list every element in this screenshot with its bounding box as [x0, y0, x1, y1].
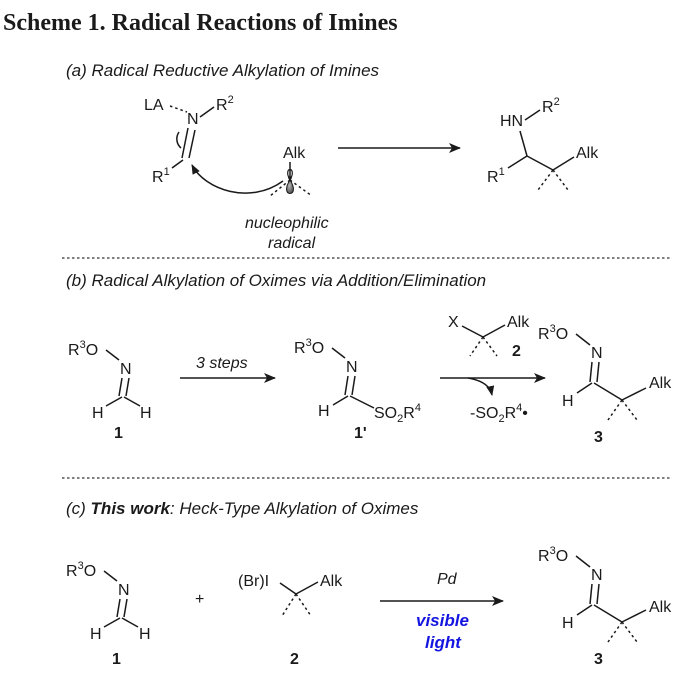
catalyst-label: Pd	[437, 571, 458, 588]
reagent-alk-label: Alk	[507, 314, 530, 331]
radical-dot	[288, 176, 292, 180]
condition-visible: visible	[416, 611, 469, 630]
radical-label-2: radical	[268, 235, 316, 252]
compound-number-2: 2	[512, 343, 521, 360]
n-label-c: N	[118, 582, 130, 599]
compound-1p: R3O N H SO2R4 1'	[294, 337, 421, 442]
product-r2-label: R2	[542, 96, 560, 116]
r2-label: R2	[216, 94, 234, 114]
compound-number-3-c: 3	[594, 651, 603, 668]
p-orbital-lower-lobe	[286, 179, 294, 194]
n-label-3c: N	[591, 567, 603, 584]
alkyl-halide-2: (Br)I Alk 2	[238, 573, 343, 668]
h-label-3: H	[562, 393, 574, 410]
product-alk-label-c: Alk	[649, 599, 672, 616]
alkyl-radical: Alk nucleophilic radical	[245, 145, 329, 252]
compound-3-c: R3O N H Alk 3	[538, 545, 672, 668]
product-r1-label: R1	[487, 166, 505, 186]
compound-1-b: R3O N H H 1	[68, 339, 152, 442]
condition-light: light	[425, 633, 462, 652]
compound-3-b: R3O N H Alk 3	[538, 323, 672, 446]
section-b-heading: (b) Radical Alkylation of Oximes via Add…	[66, 271, 486, 290]
section-a-heading: (a) Radical Reductive Alkylation of Imin…	[66, 61, 380, 80]
compound-number-1: 1	[114, 425, 123, 442]
p-orbital-upper-lobe	[287, 168, 293, 182]
section-c-heading: (c) This work: Heck-Type Alkylation of O…	[66, 499, 419, 518]
curved-attack-arrow	[191, 164, 284, 194]
x-label: X	[448, 314, 459, 331]
step-label: 3 steps	[196, 355, 248, 372]
h-right: H	[140, 405, 152, 422]
radical-label-1: nucleophilic	[245, 215, 329, 232]
alkyl-reagent-2: X Alk 2	[448, 314, 530, 360]
compound-number-1p: 1'	[354, 425, 367, 442]
h-label-1p: H	[318, 403, 330, 420]
halide-label: (Br)I	[238, 573, 269, 590]
n-label-3: N	[591, 345, 603, 362]
halide-alk-label: Alk	[320, 573, 343, 590]
h-left-c: H	[90, 626, 102, 643]
r3o-label: R3O	[68, 339, 98, 359]
r3o-label-c: R3O	[66, 560, 96, 580]
scheme-title: Scheme 1. Radical Reactions of Imines	[3, 10, 398, 36]
compound-number-2-c: 2	[290, 651, 299, 668]
compound-number-3: 3	[594, 429, 603, 446]
h-label-3c: H	[562, 615, 574, 632]
product-alk-label-b: Alk	[649, 375, 672, 392]
n-label-1p: N	[346, 359, 358, 376]
r1-label: R1	[152, 166, 170, 186]
elimination-label: -SO2R4•	[470, 402, 528, 425]
h-right-c: H	[139, 626, 151, 643]
plus-sign: +	[195, 591, 204, 608]
lewis-acid-label: LA	[144, 97, 164, 114]
r3o-label-3: R3O	[538, 323, 568, 343]
curly-arrow-head	[176, 131, 182, 149]
hn-label: HN	[500, 113, 523, 130]
imine-complex: LA N R2 R1	[144, 94, 234, 186]
r3o-label-1p: R3O	[294, 337, 324, 357]
compound-1-c: R3O N H H 1	[66, 560, 151, 668]
alk-label: Alk	[283, 145, 306, 162]
so2r4-label: SO2R4	[374, 402, 421, 425]
imine-nitrogen: N	[187, 111, 199, 128]
r3o-label-3c: R3O	[538, 545, 568, 565]
compound-number-1-c: 1	[112, 651, 121, 668]
h-left: H	[92, 405, 104, 422]
amine-product: HN R2 R1 Alk	[487, 96, 599, 191]
elimination-arrow	[467, 377, 495, 396]
product-alk-label: Alk	[576, 145, 599, 162]
n-label: N	[120, 361, 132, 378]
